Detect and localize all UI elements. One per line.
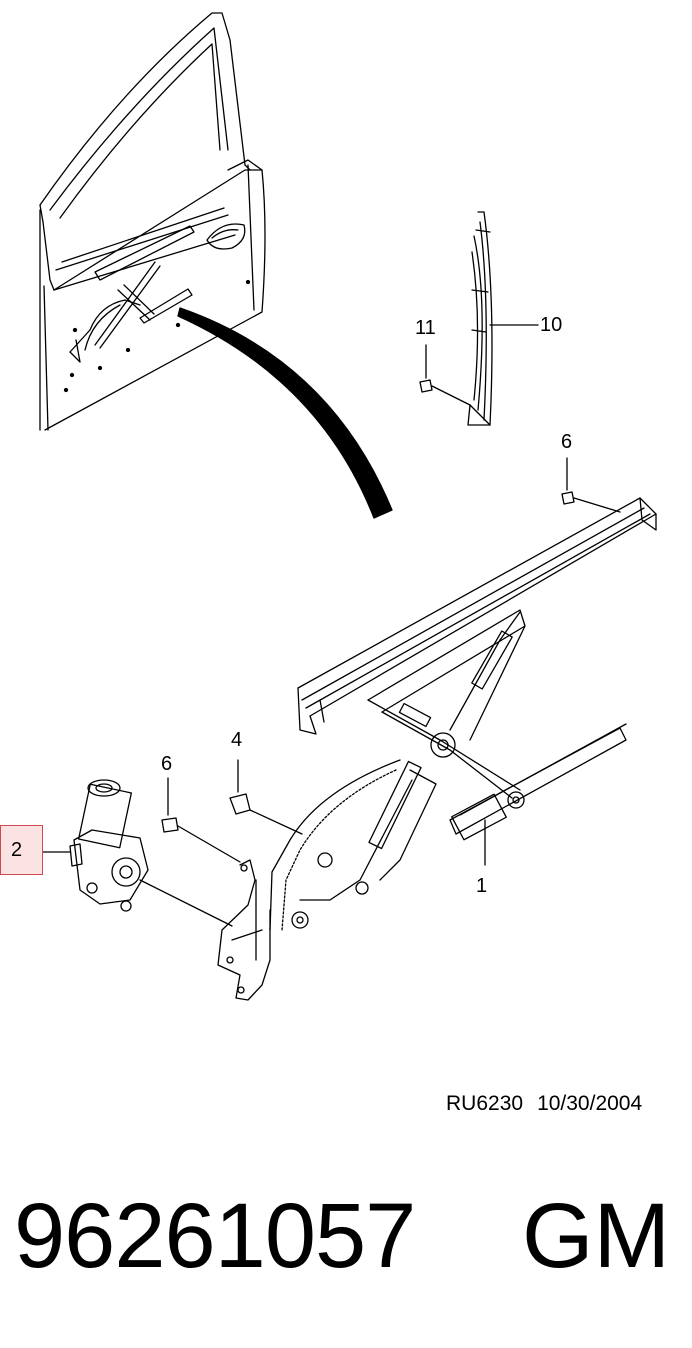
callout-4: 4 [231, 729, 243, 751]
callout-6-lower: 6 [161, 753, 173, 775]
drawing-code: RU6230 [446, 1092, 524, 1115]
part-number: 96261057 [14, 1185, 416, 1287]
callout-6-upper: 6 [561, 431, 573, 453]
door-panel-drawing [39, 12, 266, 431]
callout-2: 2 [11, 839, 23, 861]
screw-6-upper-drawing [561, 457, 621, 513]
callout-11: 11 [415, 317, 436, 339]
detail-pointer-band [177, 307, 393, 519]
callout-2-highlight[interactable]: 2 [0, 825, 43, 875]
callout-10: 10 [540, 314, 563, 336]
brand-label: GM [522, 1185, 671, 1287]
drawing-date: 10/30/2004 [537, 1092, 643, 1115]
window-motor-drawing [69, 779, 233, 927]
screw-11-drawing [419, 344, 471, 406]
glass-run-channel-drawing [467, 211, 493, 426]
screw-6-lower-drawing [161, 777, 241, 863]
regulator-rail-drawing [217, 497, 657, 1001]
nut-4-drawing [229, 759, 303, 835]
drawing-reference: RU6230 10/30/2004 [446, 1092, 642, 1116]
callout-1: 1 [476, 875, 488, 897]
